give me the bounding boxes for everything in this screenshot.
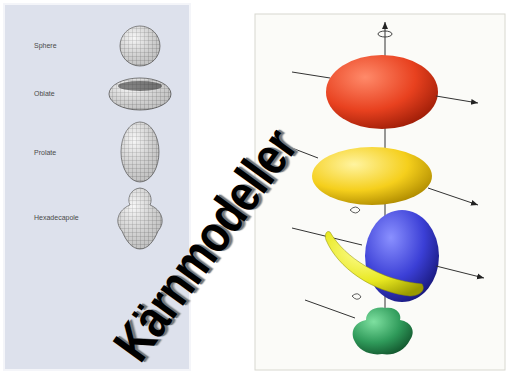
- shape-label: Sphere: [34, 42, 57, 49]
- shape-label: Prolate: [34, 149, 56, 156]
- shape-label: Oblate: [34, 90, 55, 97]
- shape-label: Hexadecapole: [34, 214, 79, 221]
